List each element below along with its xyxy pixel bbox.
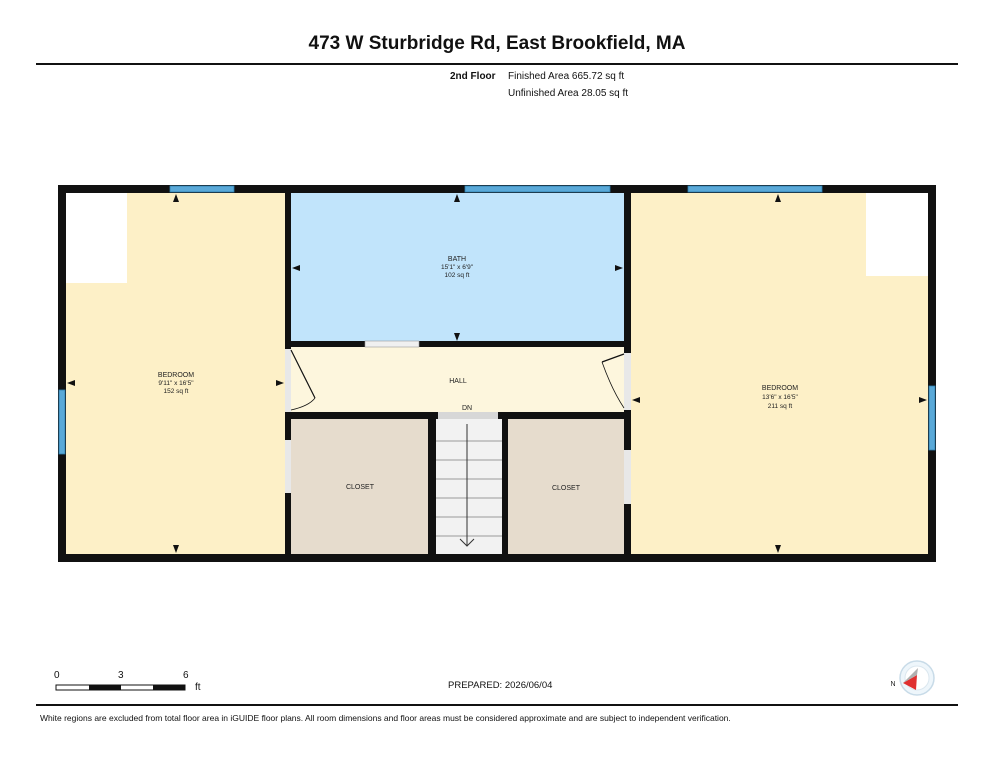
bath-dims: 15'1" x 6'9": [441, 264, 474, 271]
dimension-markers: [67, 194, 927, 553]
scale-label-three: 3: [118, 670, 124, 681]
stairs-label: DN: [462, 405, 472, 412]
bedroom-left-area: 152 sq ft: [164, 388, 189, 395]
bedroom-right-name: BEDROOM: [762, 385, 798, 392]
header-divider: [36, 63, 958, 65]
bedroom-left-name: BEDROOM: [158, 372, 194, 379]
excluded-region-right: [866, 193, 928, 276]
disclaimer: White regions are excluded from total fl…: [40, 713, 731, 723]
doors: [285, 340, 631, 504]
scale-label-zero: 0: [54, 670, 60, 681]
scale-label-six: 6: [183, 670, 189, 681]
closet-right-fill: [508, 419, 624, 554]
stairs-fill: [436, 419, 502, 554]
bath-area: 102 sq ft: [445, 272, 470, 279]
scale-unit: ft: [195, 682, 201, 693]
unfinished-area: Unfinished Area 28.05 sq ft: [508, 88, 629, 99]
compass-icon: [899, 660, 935, 696]
hall-fill: [291, 347, 624, 414]
floor-label: 2nd Floor: [450, 71, 496, 82]
windows: [58, 185, 936, 455]
scale-bar: [55, 684, 186, 691]
page-title: 473 W Sturbridge Rd, East Brookfield, MA: [308, 33, 686, 54]
bedroom-left-dims: 9'11" x 16'5": [158, 380, 194, 387]
closet-right-name: CLOSET: [552, 485, 581, 492]
finished-area: Finished Area 665.72 sq ft: [508, 71, 625, 82]
bedroom-right-dims: 13'6" x 16'5": [762, 394, 798, 401]
bath-fill: [291, 193, 624, 343]
stairs-down-arrow: [459, 424, 475, 547]
bath-name: BATH: [448, 256, 466, 263]
footer-divider: [36, 704, 958, 706]
compass-north-label: N: [890, 681, 895, 688]
prepared-date: PREPARED: 2026/06/04: [448, 680, 553, 691]
hall-name: HALL: [449, 378, 467, 385]
stair-treads: [436, 440, 502, 537]
closet-left-name: CLOSET: [346, 484, 375, 491]
excluded-region-left: [66, 193, 127, 283]
closet-left-fill: [291, 419, 428, 554]
bedroom-right-area: 211 sq ft: [768, 403, 793, 410]
